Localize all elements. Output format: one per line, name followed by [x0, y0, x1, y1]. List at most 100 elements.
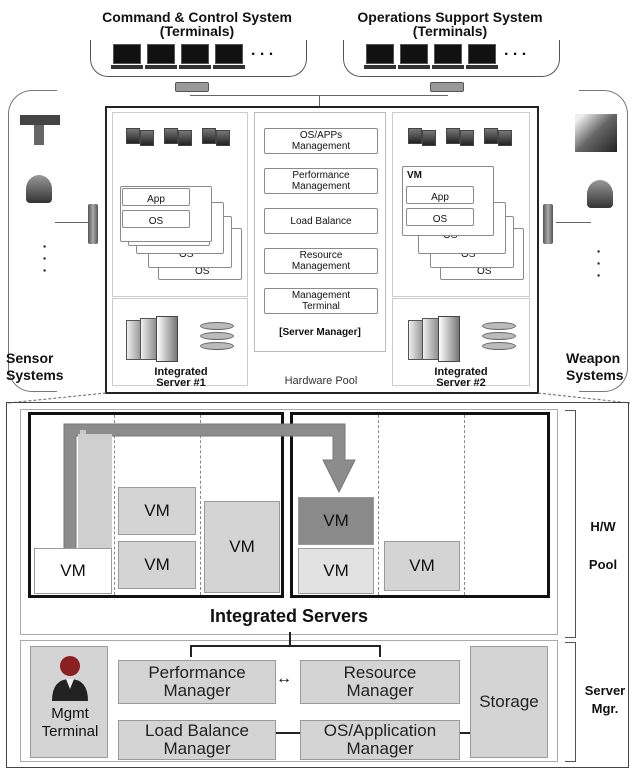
server-icon: [140, 130, 154, 146]
radar-stand-icon: [34, 125, 44, 145]
server-icon: [202, 128, 216, 144]
weapon-systems-label: Weapon Systems: [566, 350, 624, 384]
res-line2: Manager: [346, 681, 414, 700]
management-terminal-item: Management Terminal: [264, 288, 378, 314]
connector-line: [379, 645, 381, 657]
vm-label: VM: [144, 555, 170, 574]
vm-box-migrated: VM: [298, 497, 374, 545]
vm-label: VM: [60, 561, 86, 580]
terminal-icon: [398, 44, 430, 69]
weapon-bracket: [579, 90, 628, 392]
column-divider: [114, 415, 115, 595]
sensor-label-line1: Sensor: [6, 350, 54, 366]
server-icon: [484, 128, 498, 144]
ops-support-title: Operations Support System (Terminals): [325, 10, 575, 38]
server-manager-panel: [254, 112, 386, 352]
terminal-icon: [179, 44, 211, 69]
sensor-dots: · · ·: [42, 238, 48, 278]
sensor-systems-label: Sensor Systems: [6, 350, 64, 384]
storage-disk-icon: [482, 322, 516, 330]
server-mgr-label: Server Mgr.: [578, 682, 632, 718]
weapon-operator-icon: [587, 180, 613, 208]
storage-disk-icon: [482, 332, 516, 340]
vm-box: VM: [118, 487, 196, 535]
server-frame-left: [28, 412, 284, 598]
os-label: OS: [148, 216, 164, 227]
weapon-dots: · · ·: [596, 243, 602, 283]
os-box: OS: [122, 210, 190, 228]
terminal-icon: [213, 44, 245, 69]
perf-line1: Performance: [148, 663, 246, 682]
hw-pool-label: H/W Pool: [578, 508, 628, 584]
sensor-link-line: [55, 222, 90, 223]
app-label: App: [431, 192, 449, 203]
lb-line2: Manager: [163, 739, 231, 758]
stack-os-label: OS: [461, 249, 476, 260]
mgmt-terminal-label: Mgmt Terminal: [31, 705, 109, 741]
right-vm-area: [392, 112, 530, 297]
ops-title-line1: Operations Support System: [357, 9, 543, 25]
sensor-label-line2: Systems: [6, 367, 64, 383]
terminal-icon: [364, 44, 396, 69]
weapon-label-line1: Weapon: [566, 350, 621, 366]
resource-management-item: Resource Management: [264, 248, 378, 274]
server-icon: [126, 128, 140, 144]
stack-os-label: OS: [195, 266, 210, 277]
storage-disk-icon: [200, 332, 234, 340]
weapon-link-line: [556, 222, 591, 223]
storage-disk-icon: [200, 322, 234, 330]
vm-box: VM: [118, 541, 196, 589]
left-switch-icon: [88, 204, 98, 244]
terminal-icon: [145, 44, 177, 69]
app-label: App: [147, 194, 165, 205]
zoom-lines: [7, 392, 631, 404]
os-apps-management-item: OS/APPs Management: [264, 128, 378, 154]
network-switch-icon: [175, 82, 209, 92]
sensor-bracket: [8, 90, 57, 392]
mgmt-line2: Terminal: [41, 723, 99, 740]
server-icon: [216, 130, 230, 146]
storage-label: Storage: [479, 692, 539, 711]
cmd-ellipsis: . . .: [251, 42, 274, 59]
server-icon: [422, 130, 436, 146]
server1-line1: Integrated: [154, 366, 208, 378]
server-icon: [164, 128, 178, 144]
integrated-server-1-label: Integrated Server #1: [118, 367, 244, 389]
radar-icon: [20, 115, 60, 125]
terminal-icon: [432, 44, 464, 69]
left-vm-area: [112, 112, 248, 297]
server-frame-right: [290, 412, 550, 598]
stack-os-label: OS: [477, 266, 492, 277]
srv-line1: Server: [584, 683, 626, 698]
res-line1: Resource: [343, 663, 417, 682]
storage-box: Storage: [470, 646, 548, 758]
osapp-line1: OS/Application: [323, 721, 437, 740]
network-drop-line: [319, 95, 320, 107]
cmd-title-line2: (Terminals): [159, 23, 235, 39]
cmd-title-line1: Command & Control System: [102, 9, 292, 25]
terminal-icon: [111, 44, 143, 69]
integrated-server-2-label: Integrated Server #2: [398, 367, 524, 389]
storage-disk-icon: [482, 342, 516, 350]
left-server-area: [112, 298, 248, 386]
storage-disk-icon: [200, 342, 234, 350]
server-icon: [446, 128, 460, 144]
vm-label: VM: [323, 511, 349, 530]
connector-line: [289, 632, 291, 646]
server-icon: [178, 130, 192, 146]
terminal-icon: [466, 44, 498, 69]
sensor-operator-icon: [26, 175, 52, 203]
network-switch-icon: [430, 82, 464, 92]
os-application-manager-box: OS/Application Manager: [300, 720, 460, 760]
stack-os-label: OS: [179, 249, 194, 260]
srv-line2: Mgr.: [591, 701, 619, 716]
connector-line: [190, 645, 380, 647]
performance-management-item: Performance Management: [264, 168, 378, 194]
load-balance-item: Load Balance: [264, 208, 378, 234]
right-server-area: [392, 298, 530, 386]
server-icon: [408, 128, 422, 144]
ops-ellipsis: . . .: [504, 42, 527, 59]
vm-label: VM: [144, 501, 170, 520]
server-manager-title: [Server Manager]: [279, 327, 361, 338]
osapp-line2: Manager: [346, 739, 414, 758]
